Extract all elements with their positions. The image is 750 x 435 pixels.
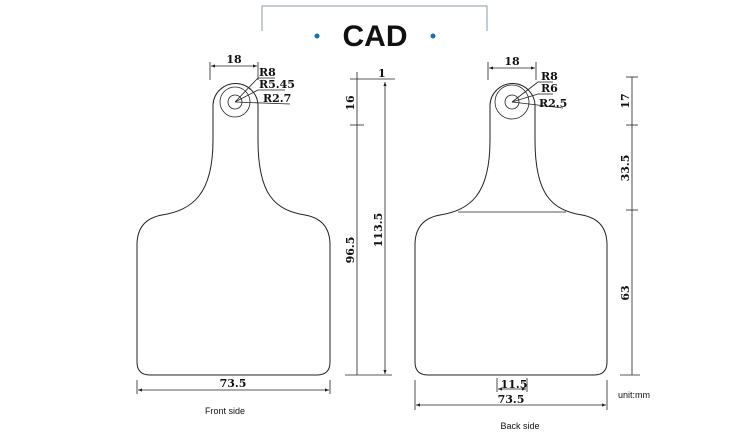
front-radius-outer: R8	[259, 66, 276, 79]
front-width: 73.5	[220, 377, 247, 390]
back-radius-outer: R8	[541, 70, 558, 83]
hole-ring-mid	[219, 86, 251, 118]
accent-dot-left	[314, 33, 320, 39]
back-radius-mid: R6	[541, 82, 558, 95]
front-radius-inner: R2.7	[263, 92, 291, 105]
hole-ring-inner	[504, 94, 520, 110]
page-title: CAD	[343, 20, 408, 53]
back-caption: Back side	[500, 421, 539, 431]
back-slot-width: 11.5	[501, 378, 528, 391]
front-caption: Front side	[205, 406, 245, 416]
front-neck-height: 16	[344, 95, 357, 111]
back-tag: R8 R6 R2.5 18 17 33.5 63 11.5 73.5 Back …	[414, 55, 650, 431]
front-tag: R8 R5.45 R2.7 18 16 96.5 113.5 1 73.5 Fr…	[136, 53, 395, 416]
title-banner: CAD	[261, 5, 488, 53]
back-neck-height: 17	[619, 93, 632, 108]
hole-ring-mid	[494, 84, 530, 120]
back-radius-inner: R2.5	[539, 97, 567, 110]
back-body-height: 63	[619, 285, 632, 300]
front-offset: 1	[378, 67, 386, 80]
back-tag-outline	[414, 83, 608, 376]
front-tag-outline	[136, 83, 331, 376]
accent-dot-right	[430, 33, 436, 39]
front-total-height: 113.5	[372, 213, 385, 247]
front-radius-mid: R5.45	[259, 78, 295, 91]
back-width-top: 18	[504, 55, 520, 68]
unit-label: unit:mm	[618, 390, 650, 400]
front-body-height: 96.5	[344, 237, 357, 264]
back-width: 73.5	[498, 393, 525, 406]
front-width-top: 18	[226, 53, 242, 66]
back-mid-height: 33.5	[619, 155, 632, 182]
